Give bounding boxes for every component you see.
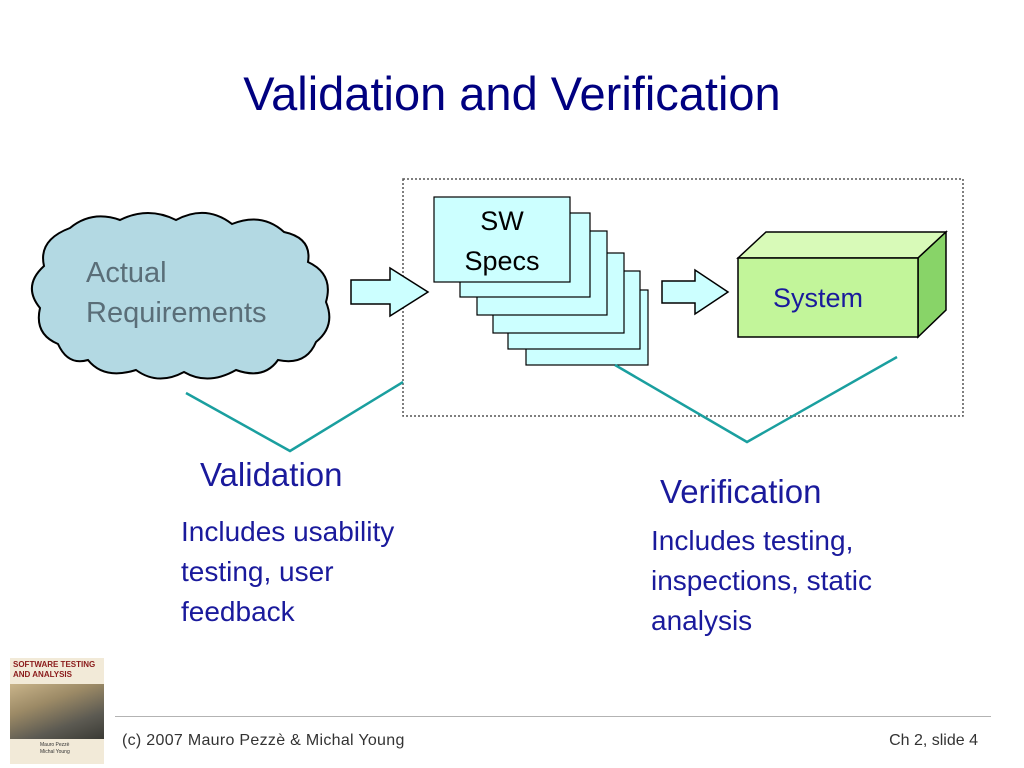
book-cover-header — [10, 658, 104, 684]
book-title-line-1: SOFTWARE TESTING — [13, 660, 96, 669]
spec-sheet-front — [433, 196, 571, 283]
validation-line-3: feedback — [181, 596, 295, 627]
book-cover-footer — [10, 739, 104, 764]
validation-line-1: Includes usability — [181, 516, 395, 547]
specs-label-line2: Specs — [464, 246, 539, 276]
footer-copyright: (c) 2007 Mauro Pezzè & Michal Young — [122, 732, 405, 749]
cloud-label-line1: Actual — [86, 257, 167, 289]
footer-slide-number: Ch 2, slide 4 — [889, 732, 978, 749]
verification-line-3: analysis — [651, 605, 753, 636]
book-cover-photo — [10, 684, 104, 739]
arrow-to-system — [661, 268, 730, 316]
book-cover: SOFTWARE TESTING AND ANALYSIS Mauro Pezz… — [10, 658, 104, 764]
system-label: System — [773, 283, 863, 313]
validation-heading: Validation — [200, 456, 343, 493]
slide-title: Validation and Verification — [243, 67, 781, 120]
book-author-1: Mauro Pezzè — [40, 742, 70, 748]
system-box-front — [737, 257, 919, 338]
verification-line-2: inspections, static — [651, 565, 872, 596]
requirements-cloud — [31, 212, 331, 380]
book-title: SOFTWARE TESTING AND ANALYSIS — [13, 660, 103, 680]
verification-description: Includes testing, inspections, static an… — [651, 521, 872, 641]
validation-connector — [185, 380, 404, 453]
cloud-label-line2: Requirements — [86, 297, 267, 329]
book-author-2: Michal Young — [40, 749, 70, 755]
scope-box — [402, 178, 964, 417]
book-authors: Mauro Pezzè Michal Young — [40, 742, 100, 756]
arrow-to-specs — [350, 266, 430, 318]
verification-connector — [614, 355, 898, 444]
system-box-top — [736, 231, 948, 259]
book-title-line-2: AND ANALYSIS — [13, 670, 72, 679]
specs-label-line1: SW — [480, 206, 524, 236]
verification-line-1: Includes testing, — [651, 525, 854, 556]
validation-line-2: testing, user — [181, 556, 334, 587]
validation-description: Includes usability testing, user feedbac… — [181, 512, 394, 632]
footer-divider — [115, 716, 991, 717]
verification-heading: Verification — [660, 473, 822, 510]
